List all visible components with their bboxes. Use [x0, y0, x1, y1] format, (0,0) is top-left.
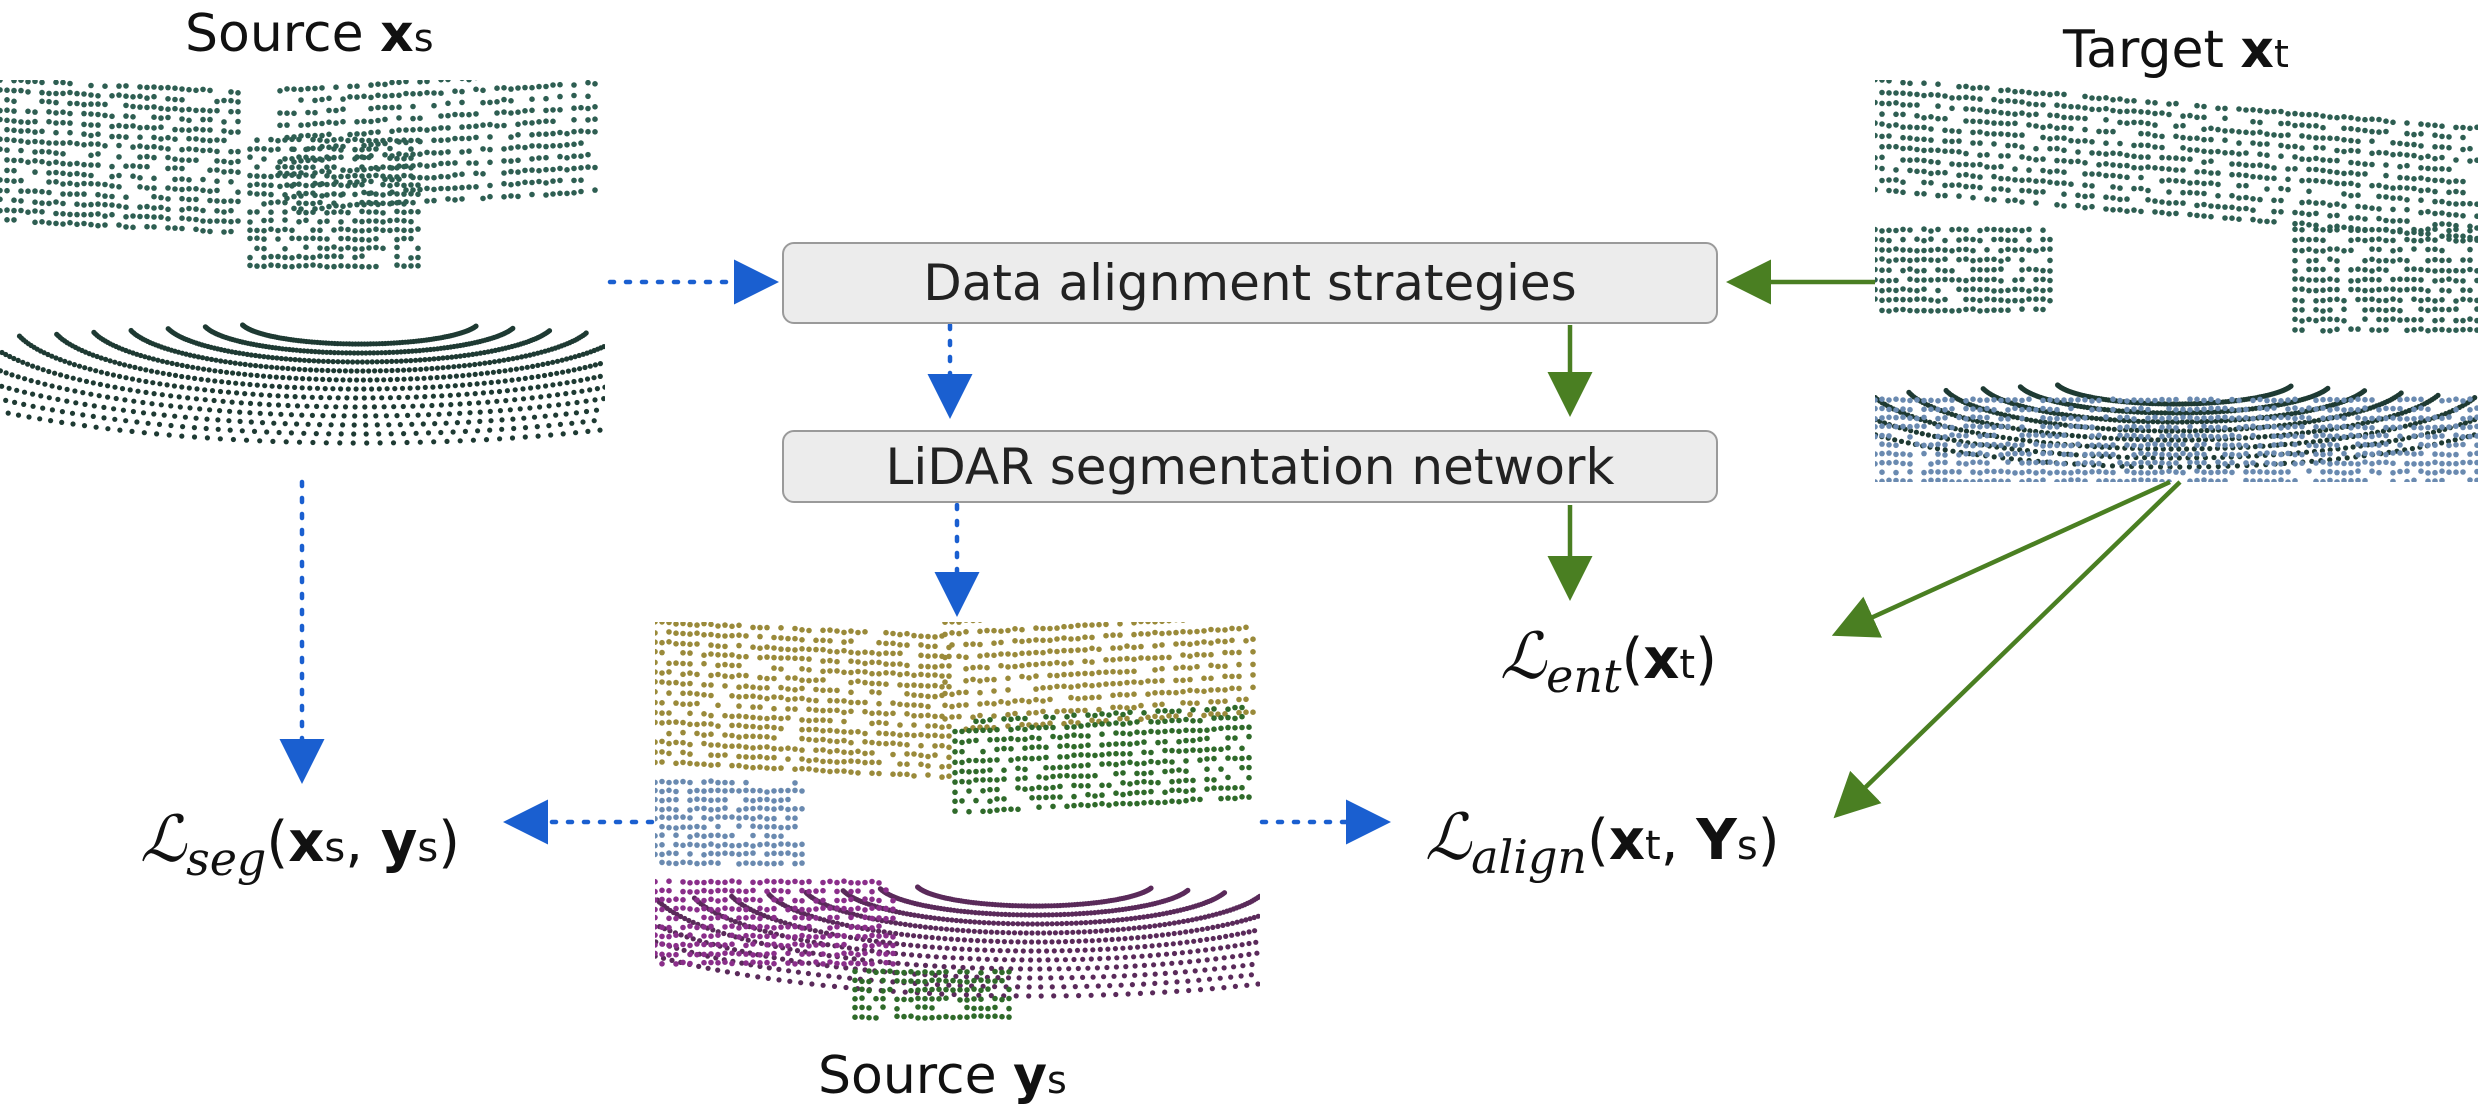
- source-y-label: Source ys: [818, 1050, 1067, 1102]
- align-arg1-symbol: x: [1608, 808, 1645, 873]
- seg-arg1-symbol: x: [288, 810, 325, 875]
- ent-arg1-symbol: x: [1643, 627, 1680, 692]
- target-x-sub: t: [2273, 32, 2289, 76]
- ent-arg1-sub: t: [1679, 642, 1696, 688]
- arrow-target-to-align-loss: [1833, 480, 2182, 819]
- target-x-prefix: Target: [2063, 20, 2241, 80]
- target-point-cloud-image: [1875, 80, 2478, 482]
- ent-loss: ℒent(xt): [1500, 625, 1717, 699]
- align-loss-script-l: ℒ: [1425, 801, 1472, 875]
- align-arg2-sub: s: [1736, 823, 1758, 869]
- seg-loss-script-l: ℒ: [140, 803, 187, 877]
- data-alignment-box: Data alignment strategies: [782, 242, 1718, 324]
- seg-arg2-sub: s: [417, 825, 439, 871]
- seg-loss-args: (xs, ys): [266, 810, 461, 875]
- align-loss-sub: align: [1471, 830, 1588, 884]
- arrow-target-to-ent-loss: [1831, 479, 2171, 638]
- ent-loss-script-l: ℒ: [1500, 620, 1547, 694]
- seg-loss: ℒseg(xs, ys): [140, 808, 461, 882]
- align-loss-args: (xt, Ys): [1587, 808, 1780, 873]
- source-y-prefix: Source: [818, 1046, 1014, 1106]
- source-point-cloud-image: [0, 80, 605, 446]
- ent-loss-sub: ent: [1546, 649, 1622, 703]
- target-x-symbol: x: [2240, 20, 2274, 80]
- source-x-sub: s: [413, 16, 434, 60]
- seg-loss-sub: seg: [186, 832, 267, 886]
- segmentation-network-box: LiDAR segmentation network: [782, 430, 1718, 503]
- source-x-label: Source xs: [185, 8, 434, 60]
- align-loss: ℒalign(xt, Ys): [1425, 806, 1780, 880]
- source-labels-point-cloud-image: [655, 622, 1260, 1021]
- source-x-prefix: Source: [185, 4, 381, 64]
- ent-loss-args: (xt): [1621, 627, 1717, 692]
- align-arg2-symbol: Y: [1696, 808, 1737, 873]
- seg-arg1-sub: s: [324, 825, 346, 871]
- source-y-symbol: y: [1013, 1046, 1048, 1106]
- source-y-sub: s: [1047, 1058, 1067, 1102]
- data-alignment-label: Data alignment strategies: [923, 254, 1577, 312]
- source-x-symbol: x: [380, 4, 414, 64]
- align-arg1-sub: t: [1645, 823, 1661, 869]
- seg-arg2-symbol: y: [380, 810, 418, 875]
- segmentation-network-label: LiDAR segmentation network: [885, 437, 1615, 496]
- target-x-label: Target xt: [2063, 24, 2289, 76]
